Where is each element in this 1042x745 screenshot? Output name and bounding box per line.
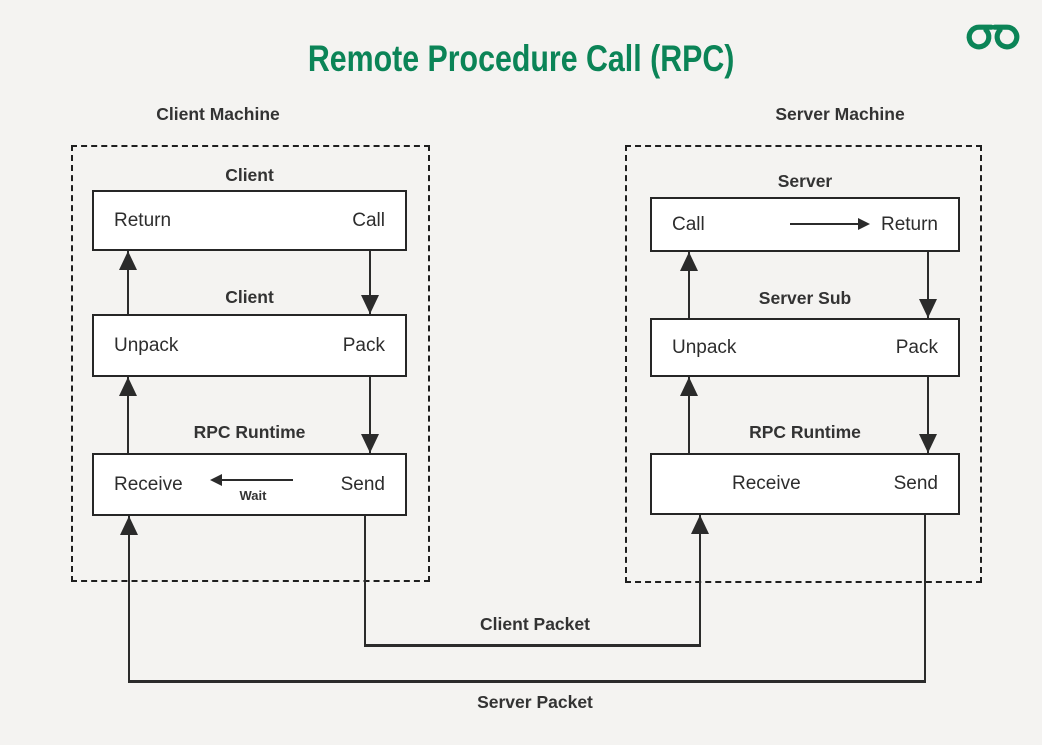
server-up-arrow-line [687, 252, 691, 318]
client-stub-layer-label: Client [225, 287, 274, 307]
server-return-label: Return [880, 213, 938, 235]
client-packet-label: Client Packet [480, 614, 590, 634]
client-send-label: Send [340, 473, 385, 495]
client-receive-label: Receive [114, 473, 183, 495]
server-sub-down-arrowhead-icon [919, 434, 937, 453]
server-sub-up-arrow-line [687, 377, 691, 453]
server-packet-down-line [923, 515, 927, 682]
server-up-arrowhead-icon [680, 252, 698, 271]
server-sub-layer-label: Server Sub [758, 288, 852, 308]
client-stub-up-arrowhead-icon [119, 377, 137, 396]
server-machine-boundary [625, 145, 982, 583]
client-machine-boundary [71, 145, 430, 582]
server-sub-box: Unpack Pack [650, 318, 960, 377]
call-return-arrow-line [790, 223, 860, 225]
server-packet-up-line [127, 516, 131, 682]
server-rpc-runtime-label: RPC Runtime [749, 422, 861, 442]
client-down-arrowhead-icon [361, 295, 379, 314]
client-machine-heading: Client Machine [156, 104, 280, 124]
server-packet-label: Server Packet [477, 692, 593, 712]
client-up-arrowhead-icon [119, 251, 137, 270]
client-stub-up-arrow-line [126, 377, 130, 453]
call-return-arrowhead-icon [858, 218, 870, 230]
server-call-label: Call [672, 213, 705, 235]
client-packet-down-line [363, 516, 367, 644]
server-down-arrowhead-icon [919, 299, 937, 318]
server-down-arrow-line [926, 252, 930, 318]
client-stub-down-arrowhead-icon [361, 434, 379, 453]
client-return-label: Return [114, 209, 172, 231]
wait-arrow-line [221, 479, 293, 481]
server-sub-up-arrowhead-icon [680, 377, 698, 396]
client-call-label: Call [352, 209, 385, 231]
page-title: Remote Procedure Call (RPC) [0, 38, 1042, 80]
server-packet-arrowhead-icon [120, 516, 138, 535]
server-pack-label: Pack [895, 336, 938, 358]
client-down-arrow-line [368, 251, 372, 314]
client-unpack-label: Unpack [114, 334, 179, 356]
server-rpc-runtime-box: Receive Send [650, 453, 960, 515]
client-rpc-runtime-label: RPC Runtime [193, 422, 306, 442]
geeksforgeeks-logo-icon [966, 24, 1020, 50]
wait-label: Wait [239, 488, 267, 503]
client-packet-arrowhead-icon [691, 515, 709, 534]
client-packet-horizontal-line [363, 644, 701, 647]
server-unpack-label: Unpack [672, 336, 737, 358]
client-stub-box: Unpack Pack [92, 314, 407, 377]
server-layer-label: Server [777, 171, 833, 191]
client-packet-up-line [698, 515, 702, 646]
client-up-arrow-line [126, 251, 130, 314]
client-stub-down-arrow-line [368, 377, 372, 453]
server-machine-heading: Server Machine [775, 104, 905, 124]
server-receive-label: Receive [732, 473, 801, 494]
page-title-text: Remote Procedure Call (RPC) [307, 38, 735, 79]
client-box: Return Call [92, 190, 407, 251]
server-send-label: Send [893, 473, 938, 494]
wait-arrow-left-icon [210, 474, 222, 486]
client-pack-label: Pack [342, 334, 385, 356]
server-packet-horizontal-line [127, 680, 926, 683]
client-rpc-runtime-box: Receive Send [92, 453, 407, 516]
client-layer-label: Client [225, 165, 274, 185]
server-sub-down-arrow-line [926, 377, 930, 453]
